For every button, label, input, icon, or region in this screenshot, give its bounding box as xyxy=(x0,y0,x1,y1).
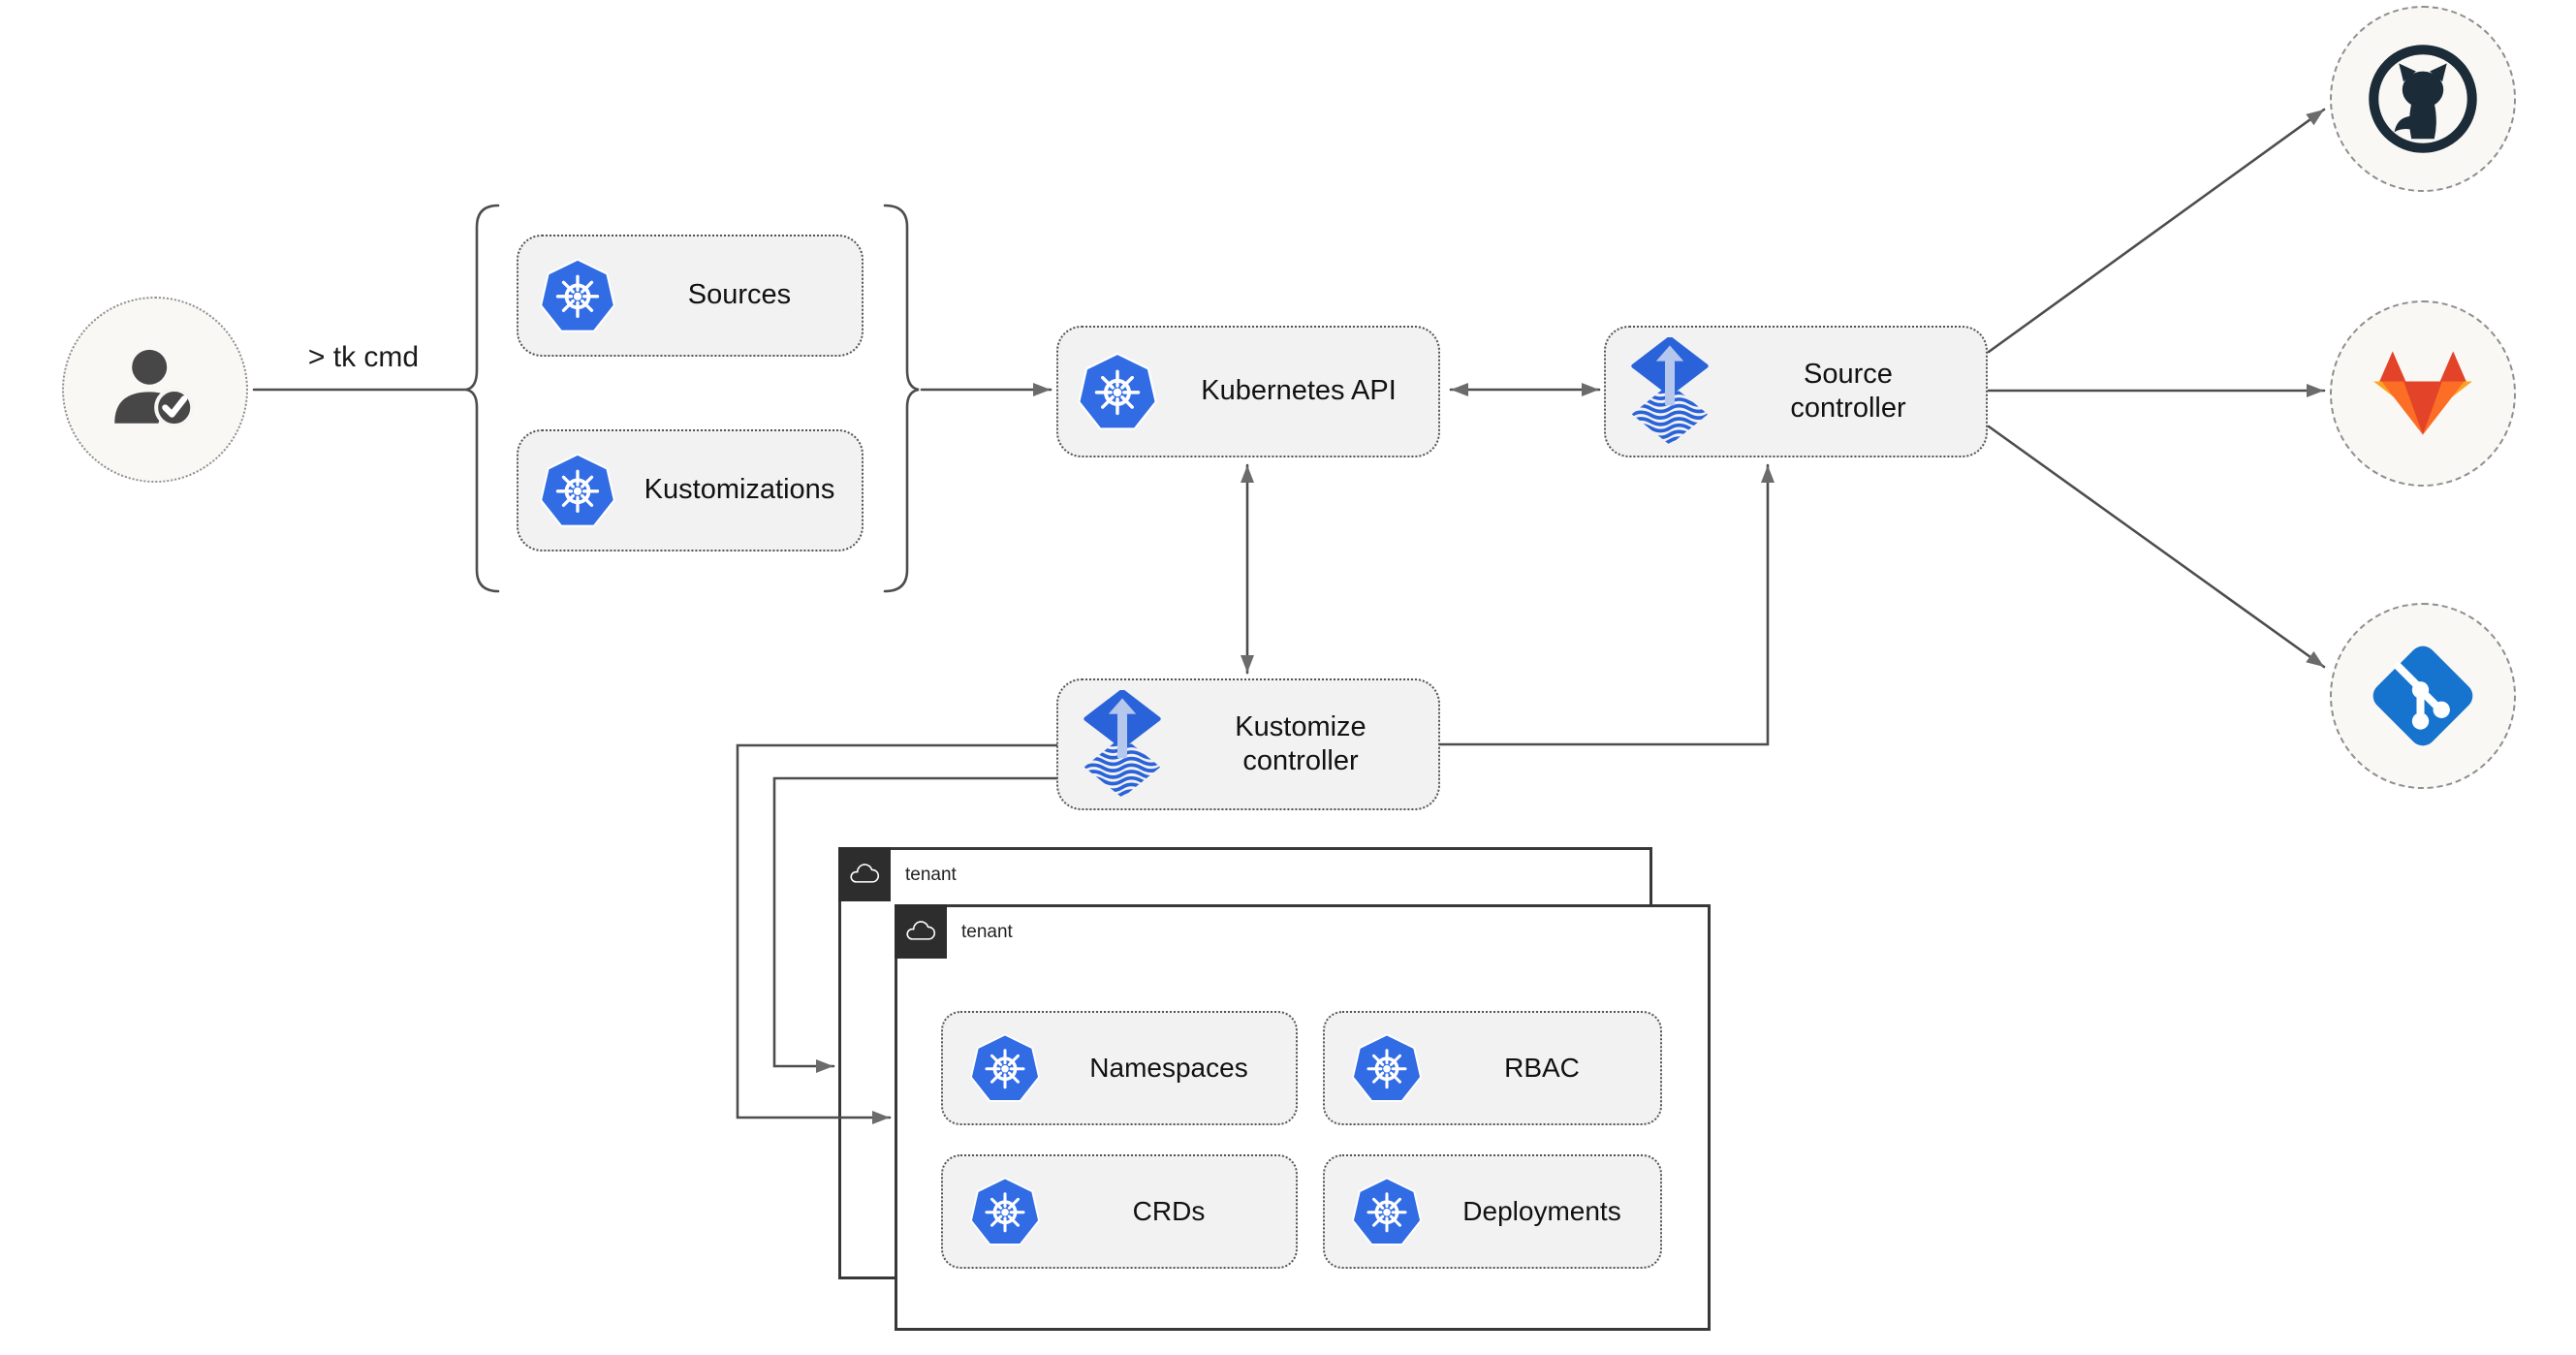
resource-namespaces-label: Namespaces xyxy=(1089,1052,1248,1083)
node-kubernetes-api-label: Kubernetes API xyxy=(1201,375,1397,407)
kubernetes-icon xyxy=(1076,350,1159,433)
resource-rbac-label: RBAC xyxy=(1504,1052,1580,1083)
cli-command-label: > tk cmd xyxy=(307,341,420,373)
kubernetes-icon xyxy=(968,1175,1042,1248)
bracket-right xyxy=(883,204,920,593)
node-kustomize-controller-label: Kustomize controller xyxy=(1163,710,1438,779)
flux-controller-icon xyxy=(1629,337,1711,446)
tenant-box-front: tenant Namespaces RBAC CRDs Deployments xyxy=(895,904,1711,1331)
resource-namespaces: Namespaces xyxy=(941,1011,1298,1125)
node-kustomize-controller-text: Kustomize controller xyxy=(1235,710,1367,776)
node-source-controller-label: Source controller xyxy=(1711,358,1986,426)
resource-crds: CRDs xyxy=(941,1154,1298,1269)
kubernetes-icon xyxy=(1350,1031,1424,1105)
cloud-icon xyxy=(904,919,937,944)
node-source-controller-text: Source controller xyxy=(1790,358,1906,424)
gitlab-tanuki-icon xyxy=(2372,349,2473,438)
tenant-label: tenant xyxy=(961,922,1013,942)
node-kustomizations-label: Kustomizations xyxy=(644,474,835,506)
kubernetes-icon xyxy=(1350,1175,1424,1248)
cloud-icon xyxy=(848,862,881,887)
github-octocat-icon xyxy=(2366,42,2480,156)
node-kustomizations: Kustomizations xyxy=(517,429,864,551)
edge-kustomize-to-source xyxy=(1438,463,1775,746)
provider-github xyxy=(2330,6,2516,192)
bracket-left xyxy=(465,204,500,593)
resource-deployments-label: Deployments xyxy=(1462,1195,1621,1226)
node-source-controller: Source controller xyxy=(1604,326,1988,457)
node-sources: Sources xyxy=(517,235,864,357)
git-branch-icon xyxy=(2363,636,2483,756)
tenant-tab xyxy=(838,847,891,901)
edge-source-to-github xyxy=(1987,108,2326,354)
edge-source-to-git xyxy=(1987,425,2326,669)
kubernetes-icon xyxy=(538,451,617,530)
resource-rbac: RBAC xyxy=(1323,1011,1662,1125)
tenant-label: tenant xyxy=(905,865,957,885)
flux-controller-icon xyxy=(1082,690,1163,799)
user-node xyxy=(62,297,248,483)
kubernetes-icon xyxy=(968,1031,1042,1105)
provider-gitlab xyxy=(2330,300,2516,487)
node-kustomize-controller: Kustomize controller xyxy=(1056,678,1440,810)
provider-git xyxy=(2330,603,2516,789)
node-kubernetes-api: Kubernetes API xyxy=(1056,326,1440,457)
user-check-icon xyxy=(99,333,211,446)
resource-crds-label: CRDs xyxy=(1132,1195,1206,1226)
kubernetes-icon xyxy=(538,256,617,335)
node-sources-label: Sources xyxy=(687,279,792,311)
resource-deployments: Deployments xyxy=(1323,1154,1662,1269)
tenant-tab xyxy=(895,904,947,959)
